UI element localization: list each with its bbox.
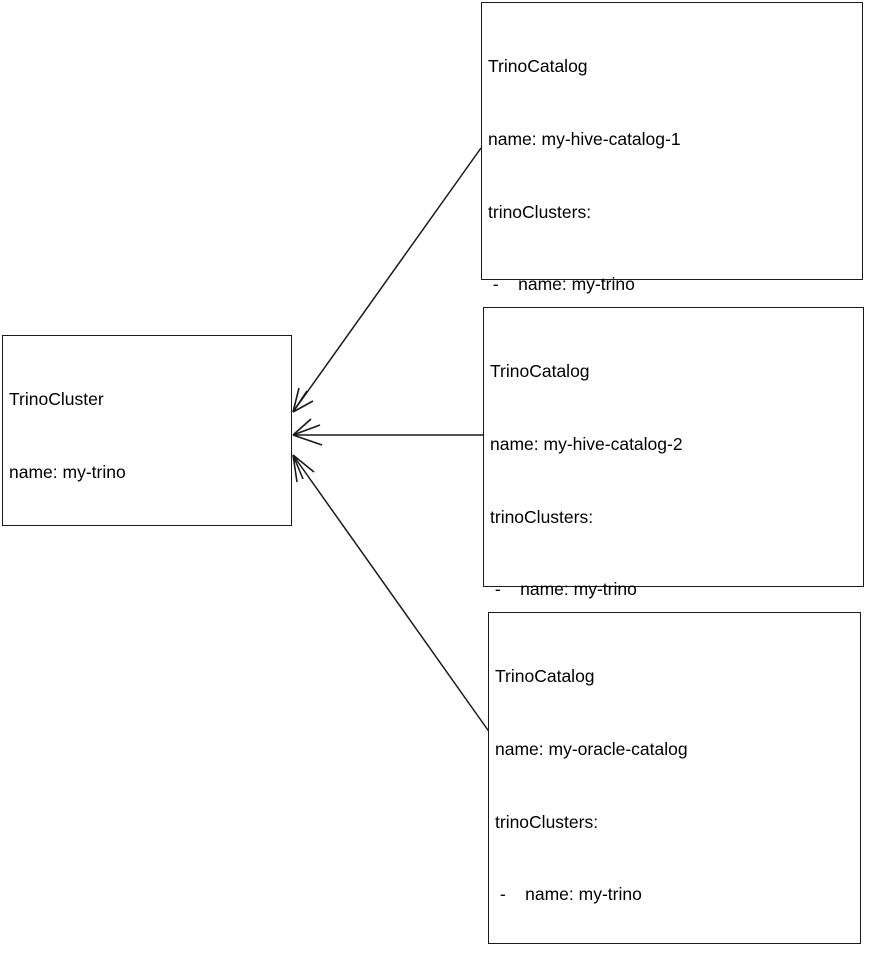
node-line: TrinoCatalog xyxy=(490,361,590,382)
node-line: - name: my-trino xyxy=(495,884,642,905)
node-trino-catalog-oracle[interactable]: TrinoCatalog name: my-oracle-catalog tri… xyxy=(488,612,861,944)
node-trino-cluster-text: TrinoCluster name: my-trino xyxy=(9,339,287,533)
node-line: name: my-hive-catalog-2 xyxy=(490,434,683,455)
edge-hive-2-to-cluster xyxy=(292,418,483,446)
node-trino-catalog-hive-2[interactable]: TrinoCatalog name: my-hive-catalog-2 tri… xyxy=(483,307,864,890)
node-line: TrinoCatalog xyxy=(488,56,588,77)
node-line: name: my-trino xyxy=(9,462,126,483)
node-trino-catalog-hive-1[interactable]: TrinoCatalog name: my-hive-catalog-1 tri… xyxy=(481,2,863,657)
node-trino-cluster[interactable]: TrinoCluster name: my-trino xyxy=(2,335,292,526)
node-line: name: my-hive-catalog-1 xyxy=(488,129,681,150)
node-line: - name: my-trino xyxy=(488,274,635,295)
node-line: - name: my-trino xyxy=(490,579,637,600)
node-line: trinoClusters: xyxy=(488,201,592,222)
node-line: name: my-oracle-catalog xyxy=(495,739,688,760)
node-line: trinoClusters: xyxy=(495,811,599,832)
node-trino-catalog-oracle-text: TrinoCatalog name: my-oracle-catalog tri… xyxy=(495,616,856,954)
node-line: TrinoCluster xyxy=(9,389,104,410)
edge-oracle-to-cluster xyxy=(292,454,491,734)
node-line: trinoClusters: xyxy=(490,506,594,527)
node-line: TrinoCatalog xyxy=(495,666,595,687)
edge-hive-1-to-cluster xyxy=(292,147,482,413)
